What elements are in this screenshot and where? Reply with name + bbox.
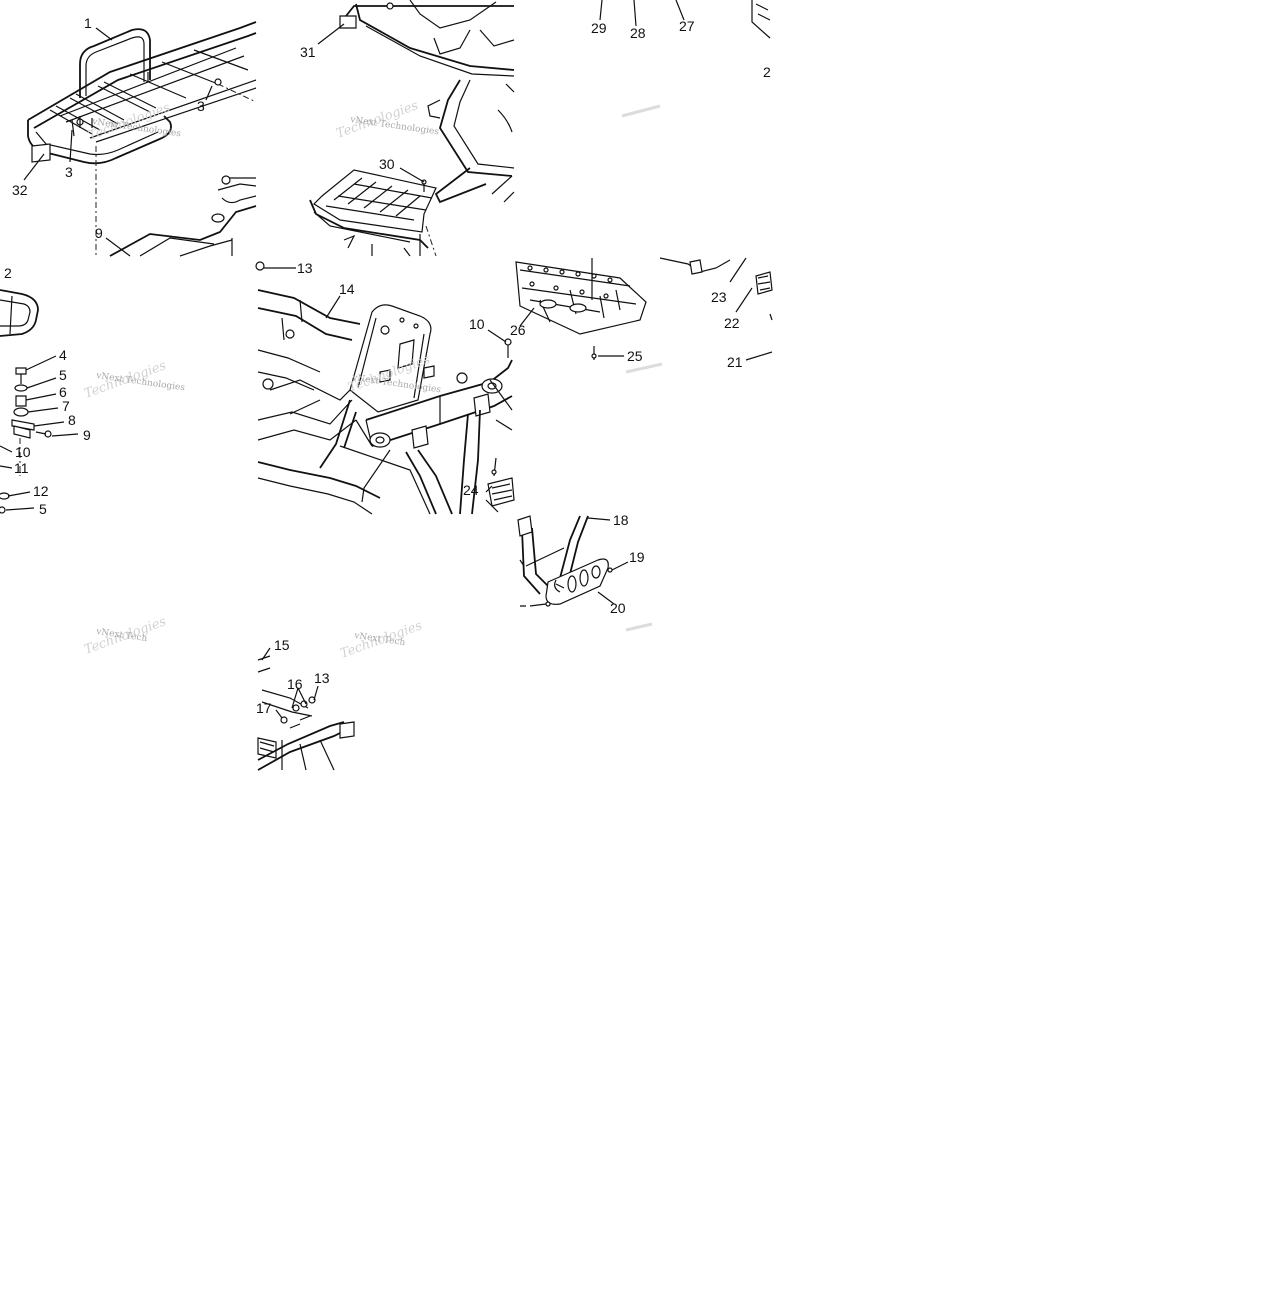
callout-5: 5 — [59, 367, 67, 383]
callout-6: 6 — [59, 384, 67, 400]
callout-27: 27 — [679, 18, 695, 34]
callout-3: 3 — [197, 98, 205, 114]
upper-frame-tile — [309, 0, 515, 257]
callout-1: 1 — [84, 15, 92, 31]
callout-3: 3 — [65, 164, 73, 180]
front-bumper-tile — [257, 647, 355, 771]
callout-16: 16 — [287, 676, 303, 692]
callout-10: 10 — [469, 316, 485, 332]
callout-15: 15 — [274, 637, 290, 653]
callout-4: 4 — [59, 347, 67, 363]
callout-22: 22 — [724, 315, 740, 331]
callout-14: 14 — [339, 281, 355, 297]
callout-23: 23 — [711, 289, 727, 305]
callout-21: 21 — [727, 354, 743, 370]
callout-13: 13 — [314, 670, 330, 686]
callout-24: 24 — [463, 482, 479, 498]
callout-31: 31 — [300, 44, 316, 60]
callout-10: 10 — [15, 444, 31, 460]
callout-26: 26 — [510, 322, 526, 338]
callout-9: 9 — [83, 427, 91, 443]
footpeg-tile — [485, 457, 629, 607]
callout-20: 20 — [610, 600, 626, 616]
callout-5: 5 — [39, 501, 47, 517]
rear-rack-tile — [23, 21, 257, 257]
callout-7: 7 — [62, 398, 70, 414]
callout-32: 32 — [12, 182, 28, 198]
right-fragment-tile — [659, 257, 773, 361]
callout-13: 13 — [297, 260, 313, 276]
main-frame-tile — [255, 261, 513, 515]
callout-9: 9 — [95, 225, 103, 241]
callout-11: 11 — [14, 460, 29, 476]
floorboard-tile — [515, 258, 647, 360]
callout-25: 25 — [627, 348, 643, 364]
top-right-fragment-tile — [599, 0, 771, 39]
callout-12: 12 — [33, 483, 49, 499]
callout-19: 19 — [629, 549, 645, 565]
callout-29: 29 — [591, 20, 607, 36]
callout-2: 2 — [4, 265, 12, 281]
callout-17: 17 — [256, 700, 272, 716]
callout-18: 18 — [613, 512, 629, 528]
callout-labels: 1 3 3 32 9 31 30 29 28 27 2 2 4 5 6 7 8 … — [4, 15, 771, 716]
callout-28: 28 — [630, 25, 646, 41]
callout-2: 2 — [763, 64, 771, 80]
callout-8: 8 — [68, 412, 76, 428]
callout-30: 30 — [379, 156, 395, 172]
rack-mount-hardware-tile — [0, 289, 79, 514]
